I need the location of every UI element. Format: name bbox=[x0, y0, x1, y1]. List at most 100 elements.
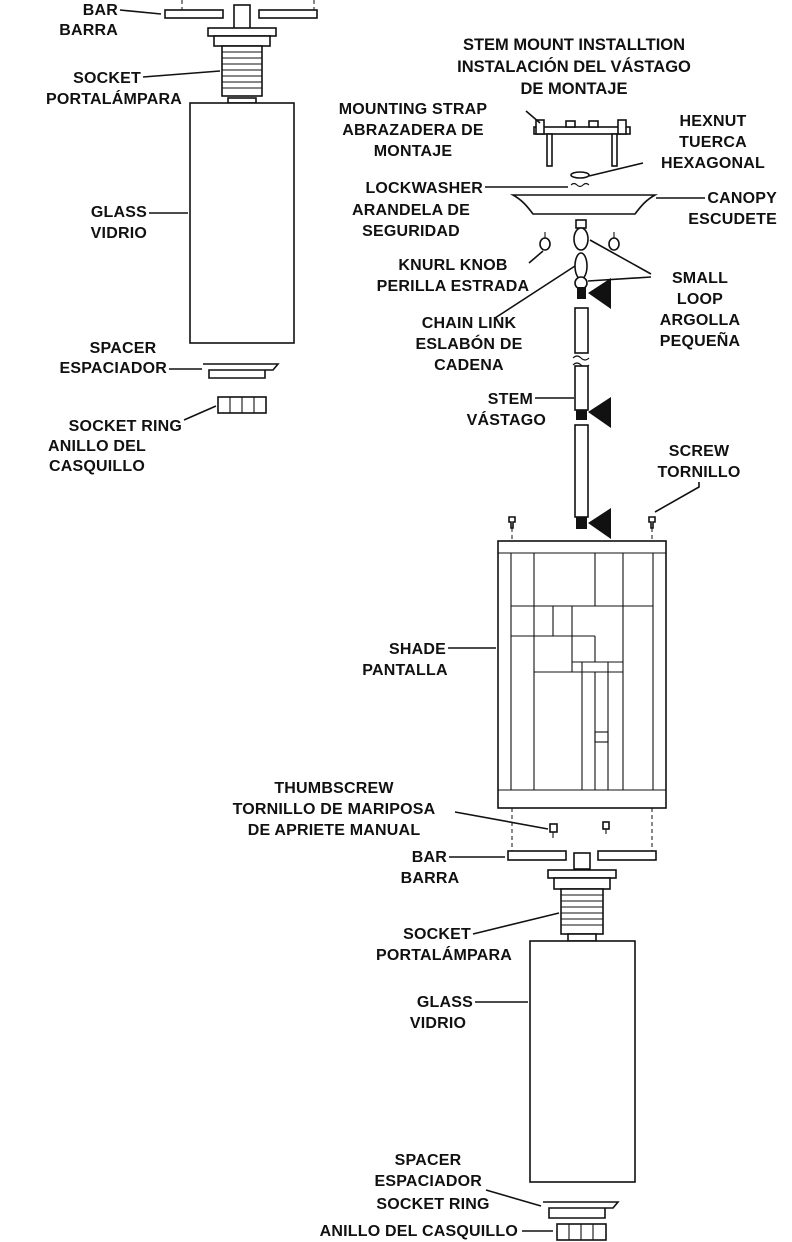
label-lockwasher-es-1: ARANDELA DE bbox=[352, 202, 470, 219]
label-spacer-bottom-es: ESPACIADOR bbox=[375, 1173, 483, 1190]
label-socket-bottom: SOCKET bbox=[403, 926, 471, 943]
bar-right-arm bbox=[258, 9, 318, 19]
leader-line bbox=[119, 9, 162, 15]
label-screw: SCREW bbox=[669, 443, 730, 460]
shade-panel-lines bbox=[498, 552, 666, 791]
stem-coupler bbox=[576, 410, 587, 420]
shade-labels: SHADE PANTALLA THUMBSCREW TORNILLO DE MA… bbox=[233, 641, 549, 839]
small-loop-upper bbox=[573, 227, 589, 251]
label-small-loop: SMALL bbox=[672, 270, 728, 287]
label-thumbscrew-es-2: DE APRIETE MANUAL bbox=[248, 822, 421, 839]
title-line-3: DE MONTAJE bbox=[521, 80, 628, 98]
socket-cap bbox=[547, 869, 617, 879]
knurl-knob-left bbox=[539, 232, 551, 251]
label-socket-bottom-es: PORTALÁMPARA bbox=[376, 945, 512, 964]
label-bar-top: BAR bbox=[83, 2, 119, 19]
mounting-strap-part bbox=[533, 119, 631, 167]
label-hexnut: HEXNUT bbox=[680, 113, 747, 130]
thumbscrew-left bbox=[549, 823, 558, 838]
stem-mount-assembly bbox=[509, 119, 659, 539]
glass-cylinder bbox=[189, 102, 295, 344]
label-shade-es: PANTALLA bbox=[362, 662, 448, 679]
label-socket-ring-bottom-es: ANILLO DEL CASQUILLO bbox=[320, 1223, 518, 1240]
socket-thread-lines bbox=[222, 51, 262, 89]
label-knurl-knob: KNURL KNOB bbox=[398, 257, 507, 274]
label-chain-link: CHAIN LINK bbox=[422, 315, 517, 332]
top-left-assembly bbox=[164, 0, 318, 414]
label-socket-top-es: PORTALÁMPARA bbox=[46, 89, 182, 108]
label-glass-bottom: GLASS bbox=[417, 994, 473, 1011]
label-lockwasher-es-2: SEGURIDAD bbox=[362, 223, 460, 240]
leader-line bbox=[494, 265, 576, 319]
label-socket-ring-top: SOCKET RING bbox=[69, 418, 182, 435]
bottom-labels: BAR BARRA SOCKET PORTALÁMPARA GLASS VIDR… bbox=[320, 849, 560, 1240]
screw-right bbox=[648, 516, 656, 529]
label-socket-ring-top-es-2: CASQUILLO bbox=[49, 458, 145, 475]
label-mounting-strap-es-2: MONTAJE bbox=[374, 143, 453, 160]
label-canopy-es: ESCUDETE bbox=[688, 211, 777, 228]
title-line-1: STEM MOUNT INSTALLTION bbox=[463, 36, 685, 54]
label-shade: SHADE bbox=[389, 641, 446, 658]
bar-center-post bbox=[573, 852, 591, 870]
bar-center-post bbox=[233, 4, 251, 30]
leader-line bbox=[454, 811, 549, 830]
socket-collar bbox=[553, 877, 611, 890]
socket-ring-part bbox=[217, 396, 267, 414]
leader-line bbox=[587, 276, 652, 282]
leader-line bbox=[654, 482, 700, 513]
shade-assembly bbox=[497, 516, 667, 858]
leader-line bbox=[588, 162, 644, 177]
title-line-2: INSTALACIÓN DEL VÁSTAGO bbox=[457, 57, 691, 76]
lockwasher-part bbox=[570, 182, 590, 188]
socket-cap bbox=[207, 27, 277, 37]
label-canopy: CANOPY bbox=[707, 190, 777, 207]
canopy-part bbox=[509, 194, 659, 215]
stem-section-upper bbox=[574, 307, 589, 354]
arrow-marker bbox=[588, 278, 611, 309]
top-left-labels: BAR BARRA SOCKET PORTALÁMPARA GLASS VIDR… bbox=[46, 2, 221, 475]
label-socket-ring-bottom: SOCKET RING bbox=[376, 1196, 489, 1213]
leader-line bbox=[525, 110, 541, 124]
label-glass-bottom-es: VIDRIO bbox=[410, 1015, 466, 1032]
stem-bottom-fitting bbox=[576, 517, 587, 529]
bottom-assembly bbox=[507, 850, 657, 1241]
label-socket-ring-top-es-1: ANILLO DEL bbox=[48, 438, 146, 455]
label-small-loop-es-1: ARGOLLA bbox=[660, 312, 741, 329]
label-small-loop-2: LOOP bbox=[677, 291, 723, 308]
arrow-marker bbox=[588, 397, 611, 428]
screw-left bbox=[508, 516, 516, 529]
stem-top-fitting bbox=[577, 287, 586, 299]
stem-break-mark bbox=[572, 355, 590, 361]
label-knurl-knob-es: PERILLA ESTRADA bbox=[377, 278, 530, 295]
socket-ring-part bbox=[556, 1223, 607, 1241]
label-hexnut-es-2: HEXAGONAL bbox=[661, 155, 765, 172]
loop-nut bbox=[575, 219, 587, 229]
thumbscrew-right bbox=[602, 821, 610, 834]
label-bar-top-es: BARRA bbox=[59, 22, 118, 39]
arrow-marker bbox=[588, 508, 611, 539]
leader-line bbox=[142, 70, 221, 78]
socket-thread bbox=[560, 888, 604, 935]
label-stem-es: VÁSTAGO bbox=[467, 410, 546, 429]
stem-section-middle bbox=[574, 365, 589, 411]
leader-line bbox=[183, 405, 217, 421]
bar-left-arm bbox=[164, 9, 224, 19]
leader-line bbox=[472, 912, 560, 935]
socket-collar bbox=[213, 35, 271, 47]
bar-left-arm bbox=[507, 850, 567, 861]
glass-neck bbox=[567, 933, 597, 942]
leader-line bbox=[485, 1189, 542, 1207]
glass-cylinder bbox=[529, 940, 636, 1183]
label-glass-top-es: VIDRIO bbox=[91, 225, 147, 242]
label-stem: STEM bbox=[488, 391, 533, 408]
label-glass-top: GLASS bbox=[91, 204, 147, 221]
diagram-title: STEM MOUNT INSTALLTION INSTALACIÓN DEL V… bbox=[457, 36, 691, 98]
label-screw-es: TORNILLO bbox=[657, 464, 740, 481]
label-bar-bottom-es: BARRA bbox=[401, 870, 460, 887]
label-thumbscrew-es-1: TORNILLO DE MARIPOSA bbox=[233, 801, 436, 818]
label-small-loop-es-2: PEQUEÑA bbox=[660, 330, 741, 350]
chain-link-part bbox=[574, 252, 588, 280]
label-mounting-strap-es-1: ABRAZADERA DE bbox=[342, 122, 484, 139]
label-hexnut-es-1: TUERCA bbox=[679, 134, 747, 151]
label-thumbscrew: THUMBSCREW bbox=[274, 780, 394, 797]
